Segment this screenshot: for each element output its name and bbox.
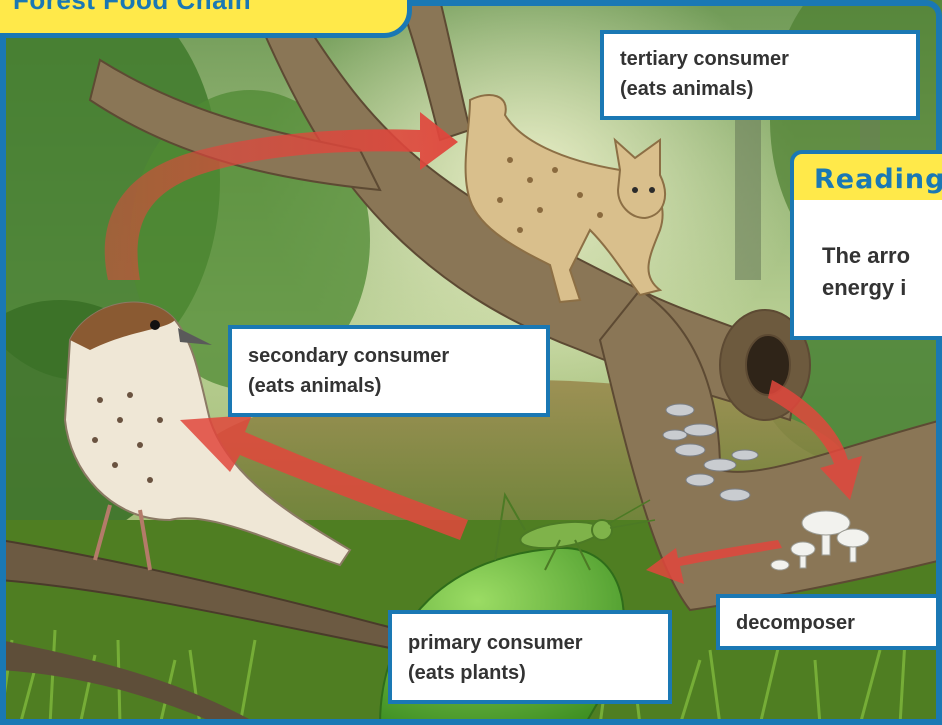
reading-check-heading: Reading (814, 164, 942, 195)
title-tab: Forest Food Chain (0, 0, 412, 38)
label-decomposer: decomposer (716, 594, 940, 650)
label-tertiary-consumer: tertiary consumer (eats animals) (600, 30, 920, 120)
label-primary-line2: (eats plants) (408, 658, 652, 688)
reading-check-body: The arro energy i (790, 200, 942, 340)
label-tertiary-line2: (eats animals) (620, 74, 900, 104)
reading-check-header: Reading (790, 150, 942, 204)
label-secondary-line2: (eats animals) (248, 371, 530, 401)
label-primary-line1: primary consumer (408, 628, 652, 658)
reading-check-line1: The arro (794, 240, 942, 272)
label-decomposer-line1: decomposer (736, 608, 920, 638)
figure-title: Forest Food Chain (13, 0, 251, 16)
label-primary-consumer: primary consumer (eats plants) (388, 610, 672, 704)
label-secondary-line1: secondary consumer (248, 341, 530, 371)
reading-check-line2: energy i (794, 272, 942, 304)
label-secondary-consumer: secondary consumer (eats animals) (228, 325, 550, 417)
label-tertiary-line1: tertiary consumer (620, 44, 900, 74)
